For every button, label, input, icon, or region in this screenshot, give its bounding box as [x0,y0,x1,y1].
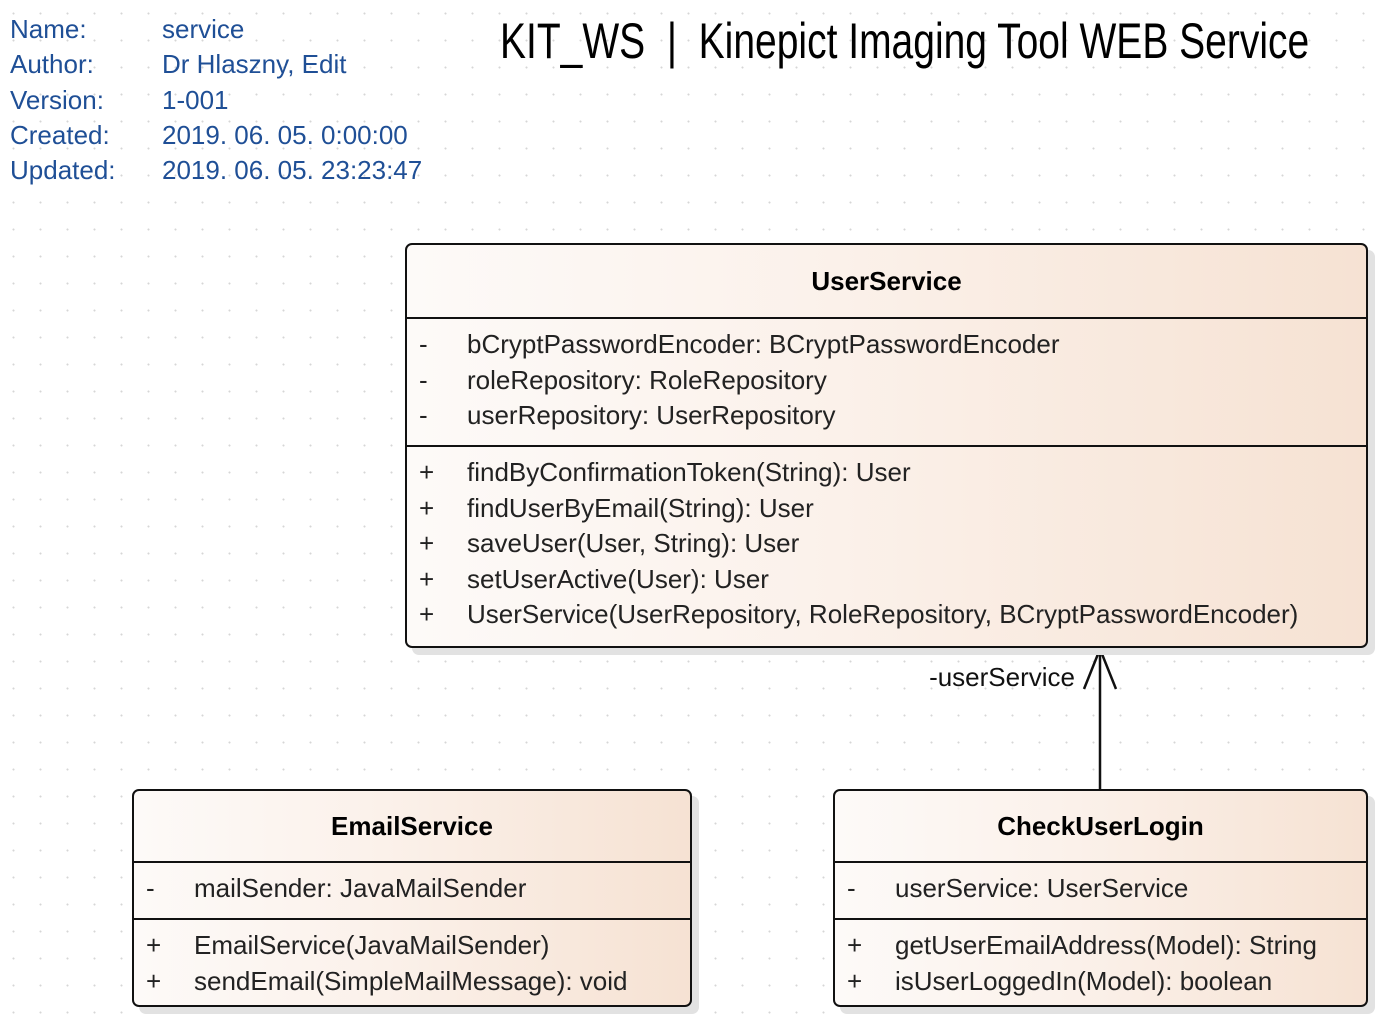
class-user-service[interactable]: UserService - bCryptPasswordEncoder: BCryp… [405,243,1368,648]
property-label: Name: [10,14,87,44]
property-row: Author: Dr Hlaszny, Edit [10,47,422,82]
visibility-marker: + [847,965,863,996]
operation[interactable]: + sendEmail(SimpleMailMessage): void [134,964,690,1000]
member-text: roleRepository: RoleRepository [467,364,827,395]
visibility-marker: - [847,873,856,903]
association-role-label: -userService [929,662,1075,692]
visibility-marker: + [146,930,162,960]
attributes-compartment: - bCryptPasswordEncoder: BCryptPasswordEn… [407,319,1366,447]
operation[interactable]: + saveUser(User, String): User [407,526,1366,562]
visibility-marker: + [419,599,435,629]
operation[interactable]: + isUserLoggedIn(Model): boolean [835,964,1366,1000]
visibility-marker: - [419,364,428,395]
visibility-marker: + [847,930,863,960]
visibility-marker: - [419,329,428,359]
visibility-marker: + [419,457,435,487]
attributes-compartment: - userService: UserService [835,863,1366,920]
attribute[interactable]: - mailSender: JavaMailSender [134,871,690,907]
property-row: Name: service [10,12,422,47]
operation[interactable]: + getUserEmailAddress(Model): String [835,928,1366,964]
property-label: Created: [10,119,110,150]
class-name: EmailService [134,791,690,863]
class-email-service[interactable]: EmailService - mailSender: JavaMailSender +… [132,789,692,1007]
member-text: setUserActive(User): User [467,563,769,594]
visibility-marker: - [419,400,428,430]
arrowhead-icon [1082,645,1118,690]
property-value: 2019. 06. 05. 23:23:47 [162,155,423,186]
member-text: EmailService(JavaMailSender) [194,930,550,960]
member-text: getUserEmailAddress(Model): String [895,930,1317,960]
operations-compartment: + findByConfirmationToken(String): User + f… [407,447,1366,633]
diagram-title: KIT_WS | Kinepict Imaging Tool WEB Servi… [500,13,1310,69]
property-row: Version: 1-001 [10,83,422,118]
property-label: Author: [10,49,94,80]
operation[interactable]: + UserService(UserRepository, RoleReposit… [407,597,1366,633]
member-text: findByConfirmationToken(String): User [467,457,911,487]
member-text: UserService(UserRepository, RoleReposito… [467,599,1299,629]
operation[interactable]: + findByConfirmationToken(String): User [407,455,1366,491]
operation[interactable]: + findUserByEmail(String): User [407,491,1366,527]
property-row: Created: 2019. 06. 05. 0:00:00 [10,118,422,153]
diagram-properties: Name: service Author: Dr Hlaszny, Edit Ver… [10,12,422,188]
member-text: isUserLoggedIn(Model): boolean [895,965,1273,996]
attribute[interactable]: - userService: UserService [835,871,1366,907]
operations-compartment: + EmailService(JavaMailSender) + sendEmail(… [134,920,690,999]
attribute[interactable]: - userRepository: UserRepository [407,398,1366,434]
attribute[interactable]: - bCryptPasswordEncoder: BCryptPasswordEn… [407,327,1366,363]
property-label: Updated: [10,155,116,186]
member-text: saveUser(User, String): User [467,528,800,558]
class-check-user-login[interactable]: CheckUserLogin - userService: UserService +… [833,789,1368,1007]
member-text: userService: UserService [895,873,1189,903]
member-text: sendEmail(SimpleMailMessage): void [194,965,628,996]
visibility-marker: + [419,563,435,594]
operation[interactable]: + EmailService(JavaMailSender) [134,928,690,964]
visibility-marker: - [146,873,155,903]
property-value: service [162,14,245,44]
attributes-compartment: - mailSender: JavaMailSender [134,863,690,920]
member-text: mailSender: JavaMailSender [194,873,527,903]
class-name: UserService [407,245,1366,319]
visibility-marker: + [146,965,162,996]
visibility-marker: + [419,492,435,523]
member-text: bCryptPasswordEncoder: BCryptPasswordEnc… [467,329,1060,359]
attribute[interactable]: - roleRepository: RoleRepository [407,363,1366,399]
property-value: 1-001 [162,84,229,115]
property-value: Dr Hlaszny, Edit [162,49,347,80]
property-row: Updated: 2019. 06. 05. 23:23:47 [10,153,422,188]
operation[interactable]: + setUserActive(User): User [407,562,1366,598]
class-name: CheckUserLogin [835,791,1366,863]
visibility-marker: + [419,528,435,558]
operations-compartment: + getUserEmailAddress(Model): String + isUs… [835,920,1366,999]
property-label: Version: [10,84,104,115]
member-text: userRepository: UserRepository [467,400,836,430]
member-text: findUserByEmail(String): User [467,492,814,523]
property-value: 2019. 06. 05. 0:00:00 [162,119,408,150]
